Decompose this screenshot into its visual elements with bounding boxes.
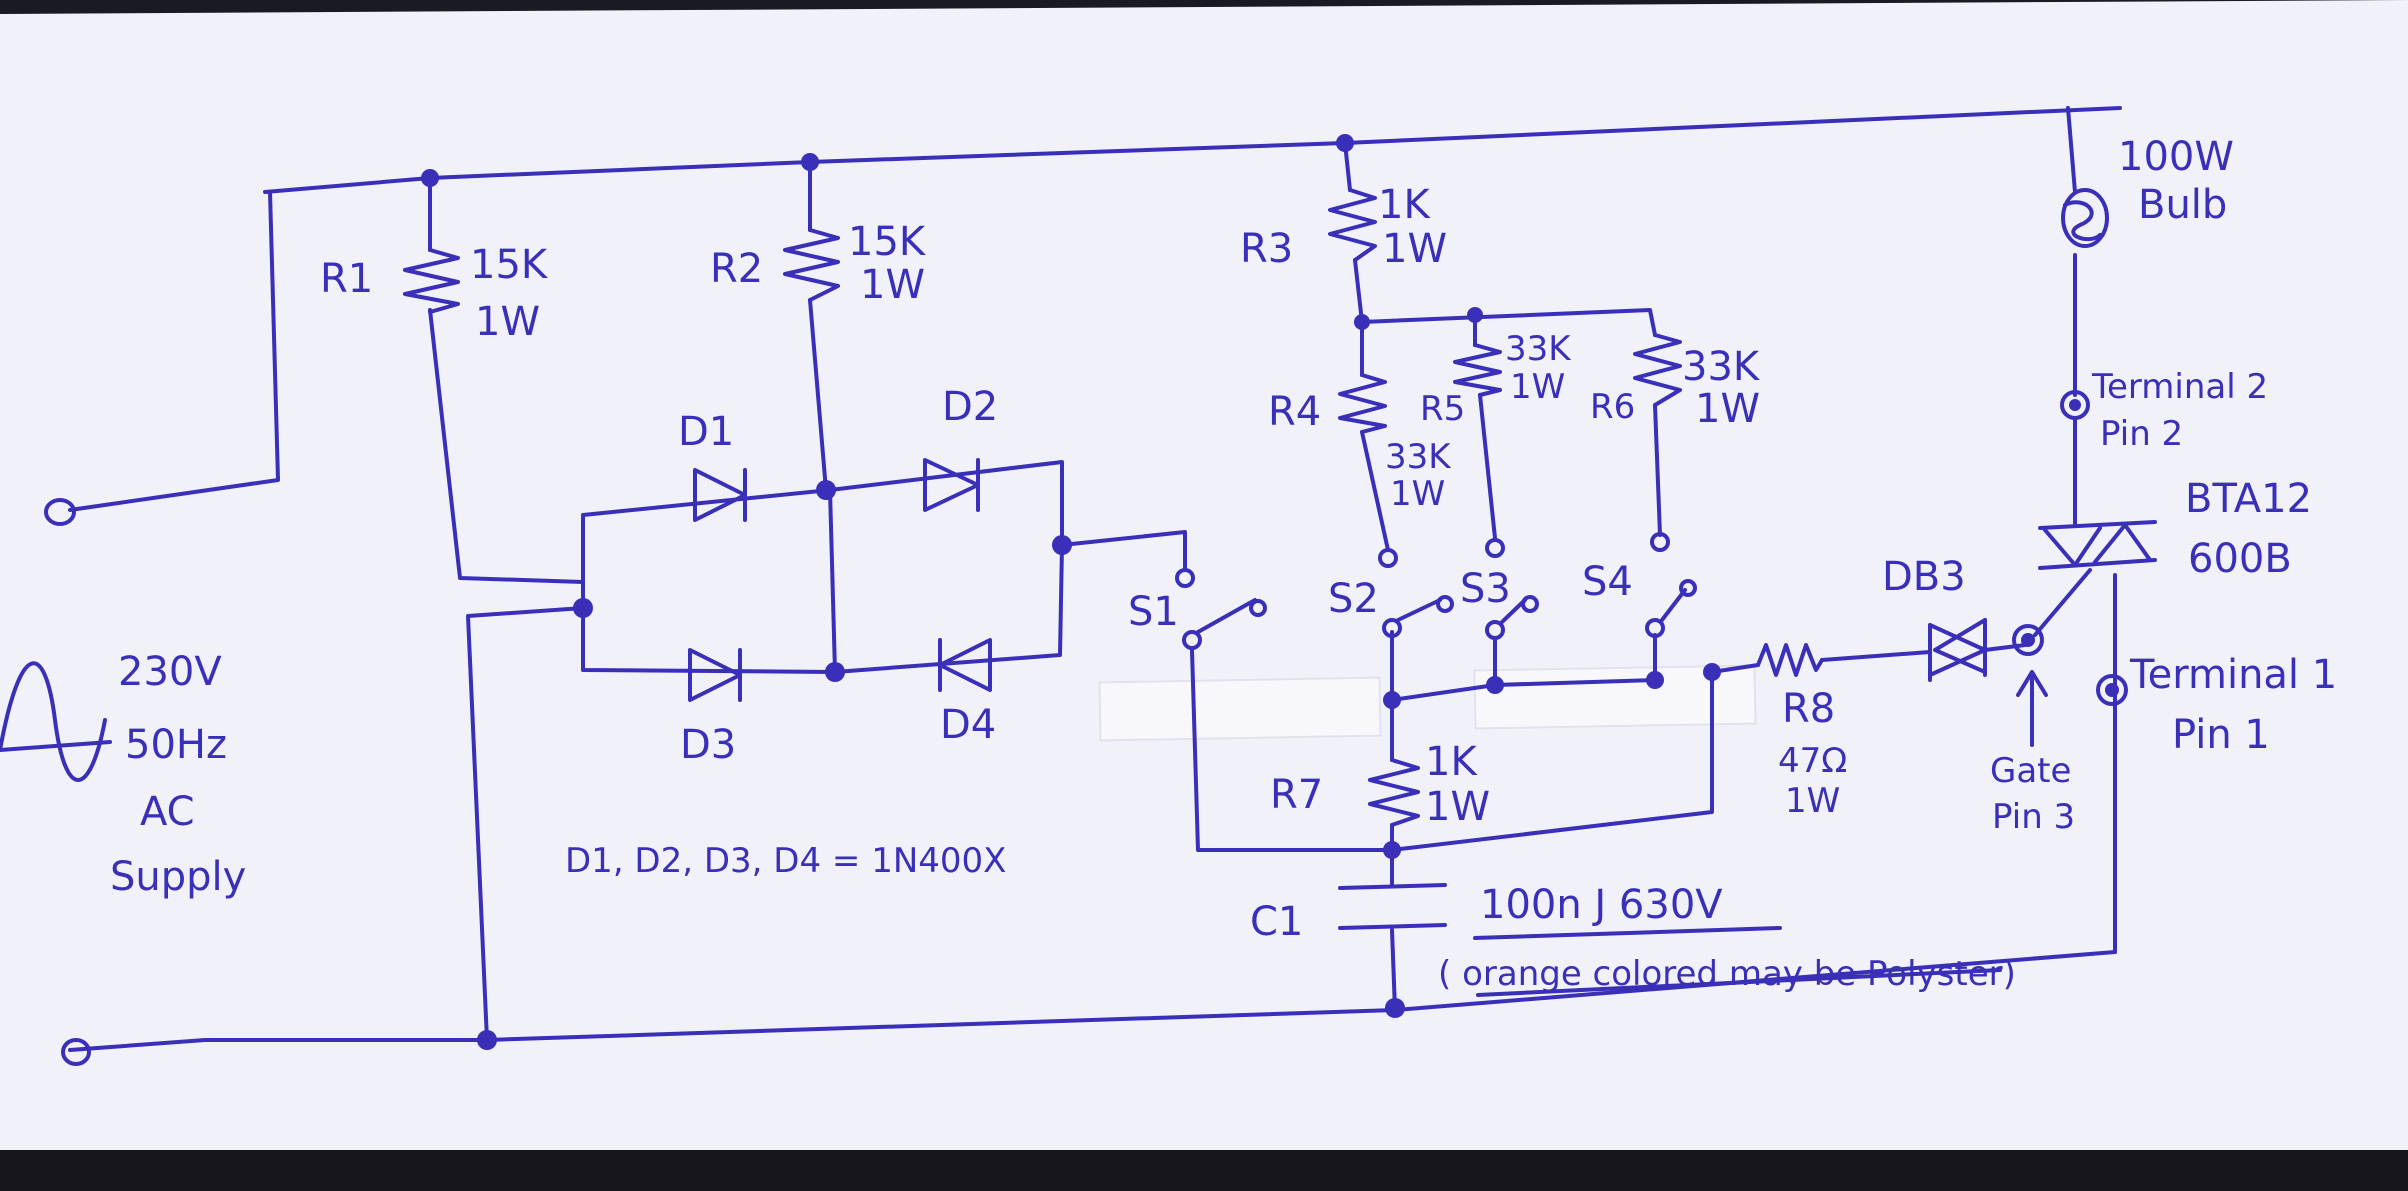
r1-power: 1W xyxy=(475,299,540,345)
switch-s1 xyxy=(1175,568,1267,650)
d4-label: D4 xyxy=(940,702,996,748)
resistor-r2 xyxy=(783,228,840,302)
diac-db3 xyxy=(1928,618,1987,682)
r6-ref: R6 xyxy=(1590,387,1635,427)
supply-voltage: 230V xyxy=(118,649,222,695)
supply-terminals xyxy=(44,498,91,1066)
r2-ref: R2 xyxy=(710,246,763,292)
terminal-2-marker xyxy=(2060,390,2090,420)
r7-ref: R7 xyxy=(1270,772,1323,818)
terminal-1-name: Terminal 1 xyxy=(2129,652,2337,698)
ac-source-lead-icon xyxy=(0,740,112,752)
switch-s2 xyxy=(1378,548,1454,638)
r8-power: 1W xyxy=(1785,781,1840,821)
resistor-r8 xyxy=(1756,643,1824,677)
r3-value: 1K xyxy=(1378,182,1431,228)
supply-word: Supply xyxy=(110,854,246,900)
terminal-1-pin: Pin 1 xyxy=(2172,712,2270,758)
d2-label: D2 xyxy=(942,384,998,430)
junctions xyxy=(421,134,1721,1050)
c1-note: ( orange colored may be Polyster) xyxy=(1438,954,2016,994)
d1-label: D1 xyxy=(678,409,734,455)
diode-d3 xyxy=(688,648,742,702)
r5-ref: R5 xyxy=(1420,389,1465,429)
capacitor-c1 xyxy=(1338,883,1447,930)
s3-label: S3 xyxy=(1460,566,1511,612)
supply-frequency: 50Hz xyxy=(125,722,227,768)
terminal-2-pin: Pin 2 xyxy=(2100,414,2183,454)
gate-terminal xyxy=(2012,624,2044,656)
gate-arrow-icon xyxy=(2016,670,2048,747)
supply-type: AC xyxy=(140,789,195,835)
bulb-name: Bulb xyxy=(2138,182,2227,228)
ac-source-sine-icon xyxy=(0,661,107,782)
c1-value-underline xyxy=(1473,926,1782,940)
triac-part: BTA12 xyxy=(2185,476,2312,522)
s2-label: S2 xyxy=(1328,576,1379,622)
s1-label: S1 xyxy=(1128,589,1179,635)
c1-value: 100n J 630V xyxy=(1480,882,1723,928)
r2-power: 1W xyxy=(860,262,925,308)
resistor-r3 xyxy=(1328,188,1377,262)
r3-power: 1W xyxy=(1382,226,1447,272)
c1-note-underline xyxy=(1476,968,2002,997)
switch-s4 xyxy=(1645,532,1697,638)
bulb-power: 100W xyxy=(2118,134,2234,180)
tape-strip-right xyxy=(1473,664,1757,730)
diode-d4 xyxy=(938,638,992,692)
r3-ref: R3 xyxy=(1240,226,1293,272)
terminal-1-marker xyxy=(2096,674,2128,706)
s4-label: S4 xyxy=(1582,559,1633,605)
diode-d2 xyxy=(923,458,980,512)
terminal-2-name: Terminal 2 xyxy=(2091,367,2268,407)
resistor-r1 xyxy=(403,248,460,314)
r5-power: 1W xyxy=(1510,367,1565,407)
r4-ref: R4 xyxy=(1268,389,1321,435)
r5-value: 33K xyxy=(1505,329,1572,369)
r4-power: 1W xyxy=(1390,474,1445,514)
switch-s3 xyxy=(1485,538,1539,640)
gate-name: Gate xyxy=(1990,751,2071,791)
r6-value: 33K xyxy=(1682,344,1761,390)
resistor-r5 xyxy=(1453,343,1502,397)
bulb-icon xyxy=(2061,188,2109,248)
r4-value: 33K xyxy=(1385,437,1452,477)
resistor-r7 xyxy=(1368,758,1420,827)
triac-grade: 600B xyxy=(2188,536,2292,582)
d3-label: D3 xyxy=(680,722,736,768)
diode-d1 xyxy=(693,468,747,522)
resistor-r6 xyxy=(1633,333,1682,407)
resistor-r4 xyxy=(1338,373,1387,434)
r8-value: 47Ω xyxy=(1778,741,1847,781)
r6-power: 1W xyxy=(1695,386,1760,432)
triac-bta12 xyxy=(2038,520,2157,570)
diode-note: D1, D2, D3, D4 = 1N400X xyxy=(565,841,1006,881)
c1-ref: C1 xyxy=(1250,899,1303,945)
r8-ref: R8 xyxy=(1782,686,1835,732)
r7-power: 1W xyxy=(1425,784,1490,830)
bottom-shadow xyxy=(0,1150,2408,1191)
paper xyxy=(0,0,2408,1160)
r2-value: 15K xyxy=(848,219,927,265)
gate-pin: Pin 3 xyxy=(1992,797,2075,837)
r1-value: 15K xyxy=(470,242,549,288)
tape-strip-left xyxy=(1098,676,1382,742)
r7-value: 1K xyxy=(1425,739,1478,785)
labels: 230V 50Hz AC Supply R1 15K 1W R2 15K 1W … xyxy=(110,134,2337,994)
db3-label: DB3 xyxy=(1882,554,1966,600)
r1-ref: R1 xyxy=(320,256,373,302)
